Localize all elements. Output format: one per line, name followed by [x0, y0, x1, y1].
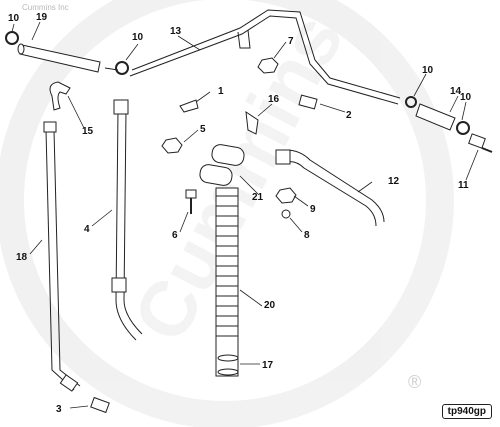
- callout-6: 6: [172, 230, 178, 241]
- clamp-10-left: [5, 31, 19, 45]
- callout-21: 21: [252, 192, 264, 203]
- callout-14: 14: [450, 86, 462, 97]
- callout-19: 19: [36, 12, 48, 23]
- clamp-10-right: [115, 61, 129, 75]
- hose-14: [415, 103, 456, 131]
- callout-5: 5: [200, 124, 206, 135]
- callout-12: 12: [388, 176, 400, 187]
- watermark-small-text: Cummins Inc: [22, 3, 69, 12]
- callout-8: 8: [304, 230, 310, 241]
- o-ring-17-bottom: [217, 368, 239, 376]
- callout-10-d: 10: [460, 92, 472, 103]
- tube-13: [129, 9, 401, 105]
- callout-4: 4: [84, 224, 90, 235]
- nut-9: [275, 187, 297, 204]
- nut-7: [257, 57, 279, 74]
- bolt-11: [468, 133, 493, 153]
- clip-1: [179, 99, 199, 113]
- gasket-21-top: [211, 144, 245, 166]
- connector-2: [298, 94, 318, 110]
- callout-20: 20: [264, 300, 276, 311]
- hose-12: [275, 149, 385, 227]
- callout-7: 7: [288, 36, 294, 47]
- screw-6: [185, 189, 197, 214]
- hose-4: [111, 99, 143, 341]
- clamp-10-far-right-2: [456, 121, 470, 135]
- callout-2: 2: [346, 110, 352, 121]
- callout-9: 9: [310, 204, 316, 215]
- gasket-21-bottom: [199, 164, 233, 186]
- nut-5: [161, 137, 183, 154]
- drain-tube-20: [215, 187, 239, 377]
- callout-16: 16: [268, 94, 280, 105]
- elbow-15: [49, 81, 71, 111]
- fitting-16: [245, 110, 259, 135]
- callout-1: 1: [218, 86, 224, 97]
- callout-3: 3: [56, 404, 62, 415]
- figure-tag: tp940gp: [441, 404, 492, 419]
- callout-10-c: 10: [422, 65, 434, 76]
- fitting-3: [90, 396, 110, 414]
- registered-mark: ®: [408, 372, 421, 392]
- callout-10-b: 10: [132, 32, 144, 43]
- callout-17: 17: [262, 360, 274, 371]
- callout-10-a: 10: [8, 13, 20, 24]
- washer-8: [281, 209, 291, 219]
- o-ring-17-top: [217, 354, 239, 362]
- callout-18: 18: [16, 252, 28, 263]
- clamp-10-far-right: [405, 96, 417, 108]
- tube-18: [43, 121, 81, 392]
- callout-11: 11: [458, 180, 469, 191]
- callout-15: 15: [82, 126, 94, 137]
- callout-13: 13: [170, 26, 182, 37]
